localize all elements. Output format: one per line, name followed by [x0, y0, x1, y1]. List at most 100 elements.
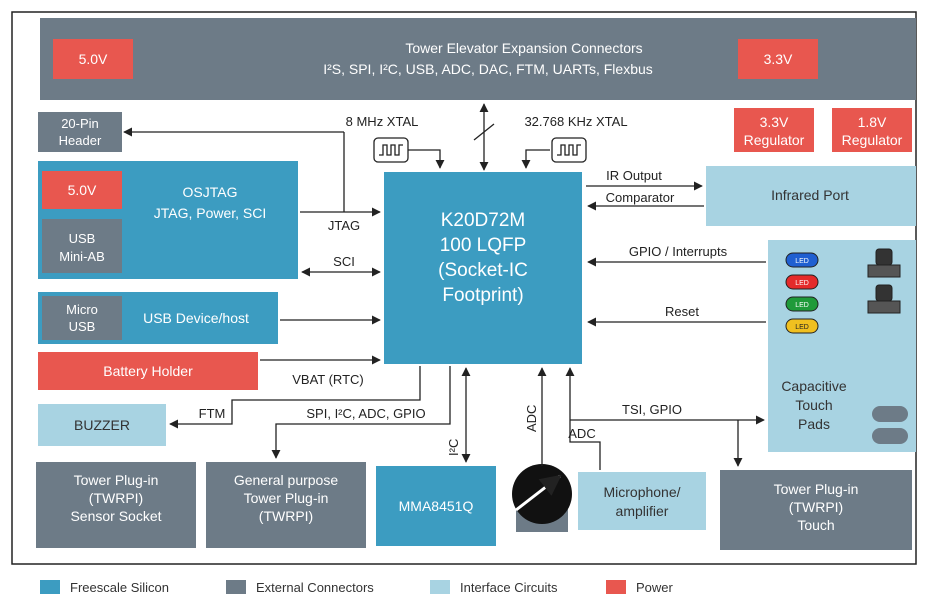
- tower-elevator-buses: I²S, SPI, I²C, USB, ADC, DAC, FTM, UARTs…: [323, 61, 653, 77]
- led-green-label: LED: [795, 302, 809, 309]
- led-blue: LED: [785, 252, 819, 268]
- legend-swatch-interface: [430, 580, 450, 594]
- micro-usb-line2: USB: [69, 319, 96, 334]
- twrpi-general-purpose: [206, 462, 366, 548]
- xtal-32khz-link: [521, 149, 550, 169]
- tsi-gpio-label: TSI, GPIO: [622, 402, 682, 417]
- adc-pot-label: ADC: [524, 405, 539, 432]
- twrpi-touch: [720, 470, 912, 550]
- potentiometer-icon: [512, 464, 572, 532]
- push-button-icon: [867, 248, 901, 278]
- microphone-line2: amplifier: [616, 503, 669, 519]
- twrpi-sensor-line2: (TWRPI): [89, 490, 143, 506]
- led-yellow: LED: [785, 318, 819, 334]
- mcu-line3: (Socket-IC: [438, 260, 528, 281]
- usb-mini-ab-line1: USB: [69, 231, 96, 246]
- battery-holder-label: Battery Holder: [103, 363, 193, 379]
- legend-label-power: Power: [636, 580, 674, 595]
- led-red: LED: [785, 274, 819, 290]
- twrpi-touch-line3: Touch: [797, 517, 834, 533]
- legend-label-interface: Interface Circuits: [460, 580, 558, 595]
- usb-device-label: USB Device/host: [143, 310, 249, 326]
- reset-label: Reset: [665, 304, 699, 319]
- sci-label: SCI: [333, 254, 355, 269]
- spi-bus-label: SPI, I²C, ADC, GPIO: [306, 406, 425, 421]
- power-3v3-top-label: 3.3V: [764, 51, 793, 67]
- twrpi-sensor-line3: Sensor Socket: [70, 508, 161, 524]
- tower-elevator-title: Tower Elevator Expansion Connectors: [405, 40, 642, 56]
- osjtag-power-label: 5.0V: [68, 182, 97, 198]
- touch-pad-electrode: [872, 406, 908, 422]
- comparator-label: Comparator: [606, 190, 675, 205]
- legend: Freescale Silicon External Connectors In…: [40, 580, 674, 595]
- led-yellow-label: LED: [795, 324, 809, 331]
- power-3v3-top: [738, 39, 818, 79]
- ftm-arrow: [169, 366, 421, 429]
- twrpi-sensor-line1: Tower Plug-in: [74, 472, 159, 488]
- crystal-32khz-icon: [551, 137, 587, 163]
- crystal-8mhz-icon: [373, 137, 409, 163]
- power-5v-top: [53, 39, 133, 79]
- spi-bus-arrow: [271, 366, 451, 459]
- regulator-1v8-line2: Regulator: [842, 132, 903, 148]
- header-20pin-line1: 20-Pin: [61, 116, 99, 131]
- legend-label-connectors: External Connectors: [256, 580, 374, 595]
- usb-mini-ab-line2: Mini-AB: [59, 249, 105, 264]
- regulator-1v8-line1: 1.8V: [858, 114, 887, 130]
- osjtag-power: [42, 171, 122, 209]
- mcu-block: [384, 172, 582, 364]
- infrared-port-label: Infrared Port: [771, 187, 849, 203]
- ir-output-label: IR Output: [606, 168, 662, 183]
- mma8451q-label: MMA8451Q: [399, 498, 474, 514]
- xtal-32khz-label: 32.768 KHz XTAL: [524, 114, 627, 129]
- touch-pads-line3: Pads: [798, 416, 830, 432]
- regulator-3v3-line1: 3.3V: [760, 114, 789, 130]
- mcu-line1: K20D72M: [441, 210, 526, 231]
- microphone-block: [578, 472, 706, 530]
- mcu-line2: 100 LQFP: [440, 235, 527, 256]
- vbat-label: VBAT (RTC): [292, 372, 364, 387]
- osjtag-subtitle: JTAG, Power, SCI: [154, 205, 267, 221]
- infrared-port: [706, 166, 916, 226]
- legend-swatch-power: [606, 580, 626, 594]
- mma8451q-block: [376, 466, 496, 546]
- power-5v-top-label: 5.0V: [79, 51, 108, 67]
- bus-slash: [473, 123, 495, 141]
- legend-label-silicon: Freescale Silicon: [70, 580, 169, 595]
- buzzer-block: [38, 404, 166, 446]
- regulator-1v8: [832, 108, 912, 152]
- xtal-8mhz-link: [408, 149, 445, 169]
- ftm-label: FTM: [199, 406, 226, 421]
- led-blue-label: LED: [795, 258, 809, 265]
- legend-swatch-silicon: [40, 580, 60, 594]
- osjtag-title: OSJTAG: [183, 184, 238, 200]
- regulator-3v3-line2: Regulator: [744, 132, 805, 148]
- touch-pads-line2: Touch: [795, 397, 832, 413]
- led-green: LED: [785, 296, 819, 312]
- push-button-icon: [867, 284, 901, 314]
- regulator-3v3: [734, 108, 814, 152]
- twrpi-general-line2: Tower Plug-in: [244, 490, 329, 506]
- legend-swatch-connectors: [226, 580, 246, 594]
- battery-holder: [38, 352, 258, 390]
- twrpi-touch-line2: (TWRPI): [789, 499, 843, 515]
- led-red-label: LED: [795, 280, 809, 287]
- microphone-line1: Microphone/: [603, 484, 680, 500]
- buzzer-label: BUZZER: [74, 417, 130, 433]
- twrpi-sensor-socket: [36, 462, 196, 548]
- touch-pad-electrode: [872, 428, 908, 444]
- touch-pads-line1: Capacitive: [781, 378, 847, 394]
- twrpi-touch-line1: Tower Plug-in: [774, 481, 859, 497]
- twrpi-general-line3: (TWRPI): [259, 508, 313, 524]
- mcu-line4: Footprint): [442, 285, 523, 306]
- xtal-8mhz-label: 8 MHz XTAL: [346, 114, 419, 129]
- twrpi-general-line1: General purpose: [234, 472, 339, 488]
- gpio-interrupts-label: GPIO / Interrupts: [629, 244, 728, 259]
- micro-usb-line1: Micro: [66, 302, 98, 317]
- micro-usb: [42, 296, 122, 340]
- header-20pin: [38, 112, 122, 152]
- jtag-label: JTAG: [328, 218, 360, 233]
- adc-mic-label: ADC: [568, 426, 595, 441]
- header-20pin-line2: Header: [59, 133, 102, 148]
